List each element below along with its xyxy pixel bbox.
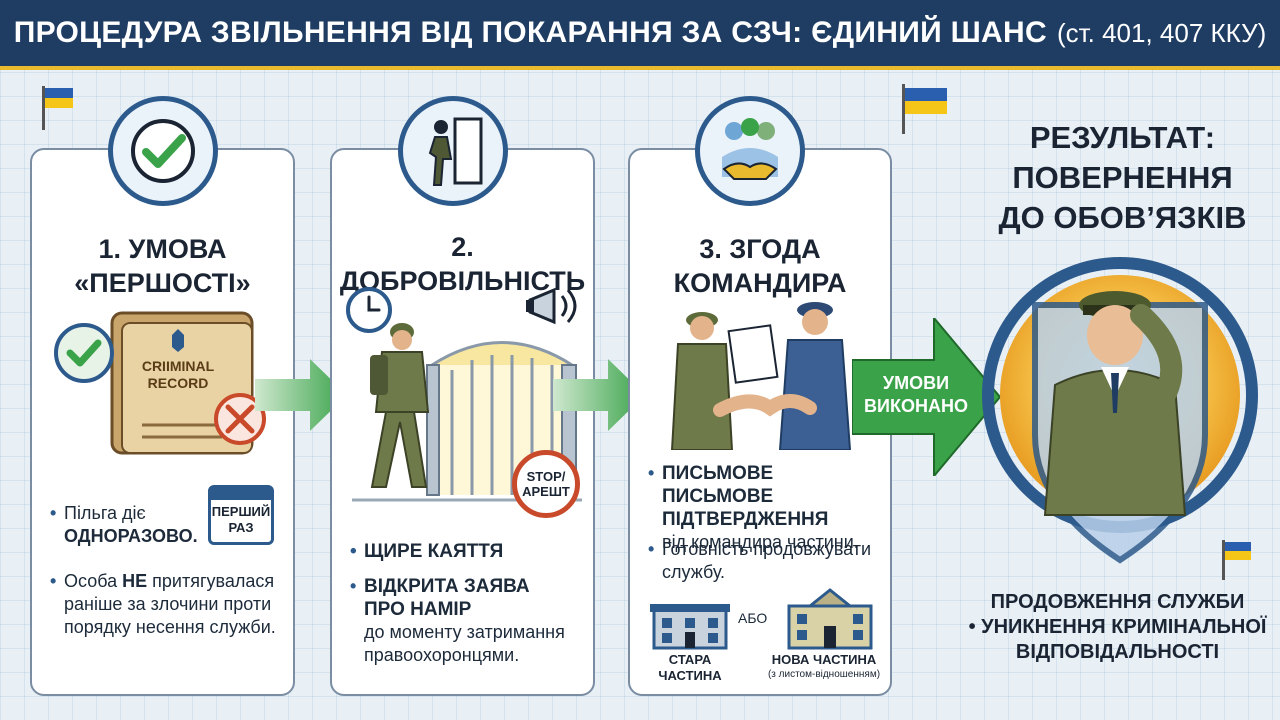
flow-arrow-2 — [553, 359, 645, 431]
bullet-text: від командира частини. — [662, 532, 859, 552]
arrow-label-line1: УМОВИ — [882, 373, 950, 393]
step-card-1: 1. УМОВА «ПЕРШОСТІ» CRIIMINAL RECORD ПЕР… — [30, 148, 295, 696]
step-1-bullet-1: • Пільга діє ОДНОРАЗОВО. — [50, 502, 204, 548]
result-title-line2: ПОВЕРНЕННЯ — [1012, 160, 1233, 195]
arrow-label-line2: ВИКОНАНО — [864, 396, 968, 416]
old-unit-line2: ЧАСТИНА — [658, 668, 722, 683]
bullet-pre: Особа — [64, 571, 118, 591]
folder-label-line2: RECORD — [147, 375, 209, 391]
calendar-line2: РАЗ — [228, 520, 254, 535]
step-3-title-line1: 3. ЗГОДА — [699, 234, 821, 264]
old-unit-line1: СТАРА — [668, 652, 712, 667]
step-1-badge — [108, 96, 218, 206]
bullet-post: притягувалася раніше за злочини проти по… — [64, 571, 276, 637]
step-3-bullet-2: • Готовність продовжувати службу. — [648, 539, 872, 582]
step-3-bullet-1: • ПИСЬМОВЕ ПИСЬМОВЕ ПІДТВЕРДЖЕННЯ від ко… — [648, 462, 887, 554]
bullet-text: Готовність продовжувати службу. — [662, 539, 872, 582]
step-card-2: 2. ДОБРОВІЛЬНІСТЬ STOP/ А — [330, 148, 595, 696]
walking-soldier-icon — [428, 117, 483, 186]
handshake-scene — [670, 302, 852, 450]
step-3-title-line2: КОМАНДИРА — [673, 268, 847, 298]
old-unit-label: СТАРА ЧАСТИНА — [650, 652, 730, 684]
result-title-line1: РЕЗУЛЬТАТ: — [1029, 120, 1216, 155]
flag-icon — [1222, 540, 1251, 580]
calendar-icon: ПЕРШИЙ РАЗ — [208, 485, 274, 545]
or-label: АБО — [738, 610, 768, 626]
result-title-line3: ДО ОБОВ’ЯЗКІВ — [998, 200, 1247, 235]
calendar-line1: ПЕРШИЙ — [211, 504, 271, 519]
step-2-badge — [398, 96, 508, 206]
handshake-icon — [722, 118, 778, 180]
stop-line1: STOP/ — [526, 469, 566, 484]
flow-arrow-3 — [852, 318, 1002, 476]
step-2-bullet-2: • ВІДКРИТА ЗАЯВА ПРО НАМІР до моменту за… — [350, 575, 589, 667]
megaphone-icon — [526, 287, 577, 325]
stop-sign-icon: STOP/ АРЕШТ — [512, 450, 580, 518]
bullet-bold-line1: ПИСЬМОВЕ — [662, 463, 774, 484]
check-icon — [131, 119, 195, 183]
flag-icon — [42, 86, 73, 130]
walking-soldier-icon — [370, 323, 430, 488]
new-unit-title: НОВА ЧАСТИНА — [771, 652, 877, 667]
result-item-3: ВІДПОВІДАЛЬНОСТІ — [1015, 641, 1220, 663]
saluting-soldier-icon — [1043, 291, 1187, 516]
step-3-title: 3. ЗГОДА КОМАНДИРА — [630, 232, 890, 300]
arrow-label: УМОВИ ВИКОНАНО — [860, 372, 972, 418]
shield-icon — [982, 257, 1258, 564]
bullet-bold-line2: ПИСЬМОВЕ ПІДТВЕРДЖЕННЯ — [662, 486, 829, 530]
stop-line2: АРЕШТ — [522, 484, 570, 499]
step-card-3: 3. ЗГОДА КОМАНДИРА • ПИСЬМОВЕ ПИСЬМОВЕ П… — [628, 148, 892, 696]
new-unit-note: (з листом-відношенням) — [767, 669, 881, 680]
step-1-title-line1: 1. УМОВА — [98, 234, 227, 264]
page-subtitle: (ст. 401, 407 ККУ) — [1056, 17, 1267, 48]
step-1-title-line2: «ПЕРШОСТІ» — [74, 268, 251, 298]
result-item-2: • УНИКНЕННЯ КРИМІНАЛЬНОЇ — [968, 616, 1267, 638]
flow-arrow-1 — [255, 359, 347, 431]
bullet-bold: ОДНОРАЗОВО. — [64, 526, 198, 546]
new-unit-label: НОВА ЧАСТИНА (з листом-відношенням) — [758, 652, 890, 681]
step-3-badge — [695, 96, 805, 206]
bullet-bold-line1: ВІДКРИТА ЗАЯВА — [364, 576, 530, 597]
building-icon — [787, 588, 873, 650]
result-title: РЕЗУЛЬТАТ: ПОВЕРНЕННЯ ДО ОБОВ’ЯЗКІВ — [975, 118, 1270, 238]
result-item-1: ПРОДОВЖЕННЯ СЛУЖБИ — [990, 591, 1245, 613]
bullet-text: Пільга діє — [64, 503, 146, 523]
header-banner: ПРОЦЕДУРА ЗВІЛЬНЕННЯ ВІД ПОКАРАННЯ ЗА СЗ… — [0, 0, 1280, 70]
step-1-bullet-2: • Особа НЕ притягувалася раніше за злочи… — [50, 571, 276, 637]
folder-icon — [54, 311, 266, 455]
page-title: ПРОЦЕДУРА ЗВІЛЬНЕННЯ ВІД ПОКАРАННЯ ЗА СЗ… — [13, 16, 1047, 49]
flag-icon — [902, 84, 947, 134]
step-1-title: 1. УМОВА «ПЕРШОСТІ» — [32, 232, 293, 300]
bullet-text: до моменту затримання правоохоронцями. — [364, 622, 565, 665]
bullet-bold: НЕ — [122, 571, 148, 591]
clock-icon — [346, 287, 392, 333]
result-list: ПРОДОВЖЕННЯ СЛУЖБИ • УНИКНЕННЯ КРИМІНАЛЬ… — [960, 590, 1275, 665]
bullet-bold: ЩИРЕ КАЯТТЯ — [364, 541, 504, 562]
folder-label-line1: CRIIMINAL — [141, 358, 215, 374]
building-icon — [650, 604, 730, 650]
folder-label: CRIIMINAL RECORD — [128, 358, 228, 392]
bullet-bold-line2: ПРО НАМІР — [364, 599, 472, 620]
step-2-bullet-1: • ЩИРЕ КАЯТТЯ — [350, 541, 504, 562]
